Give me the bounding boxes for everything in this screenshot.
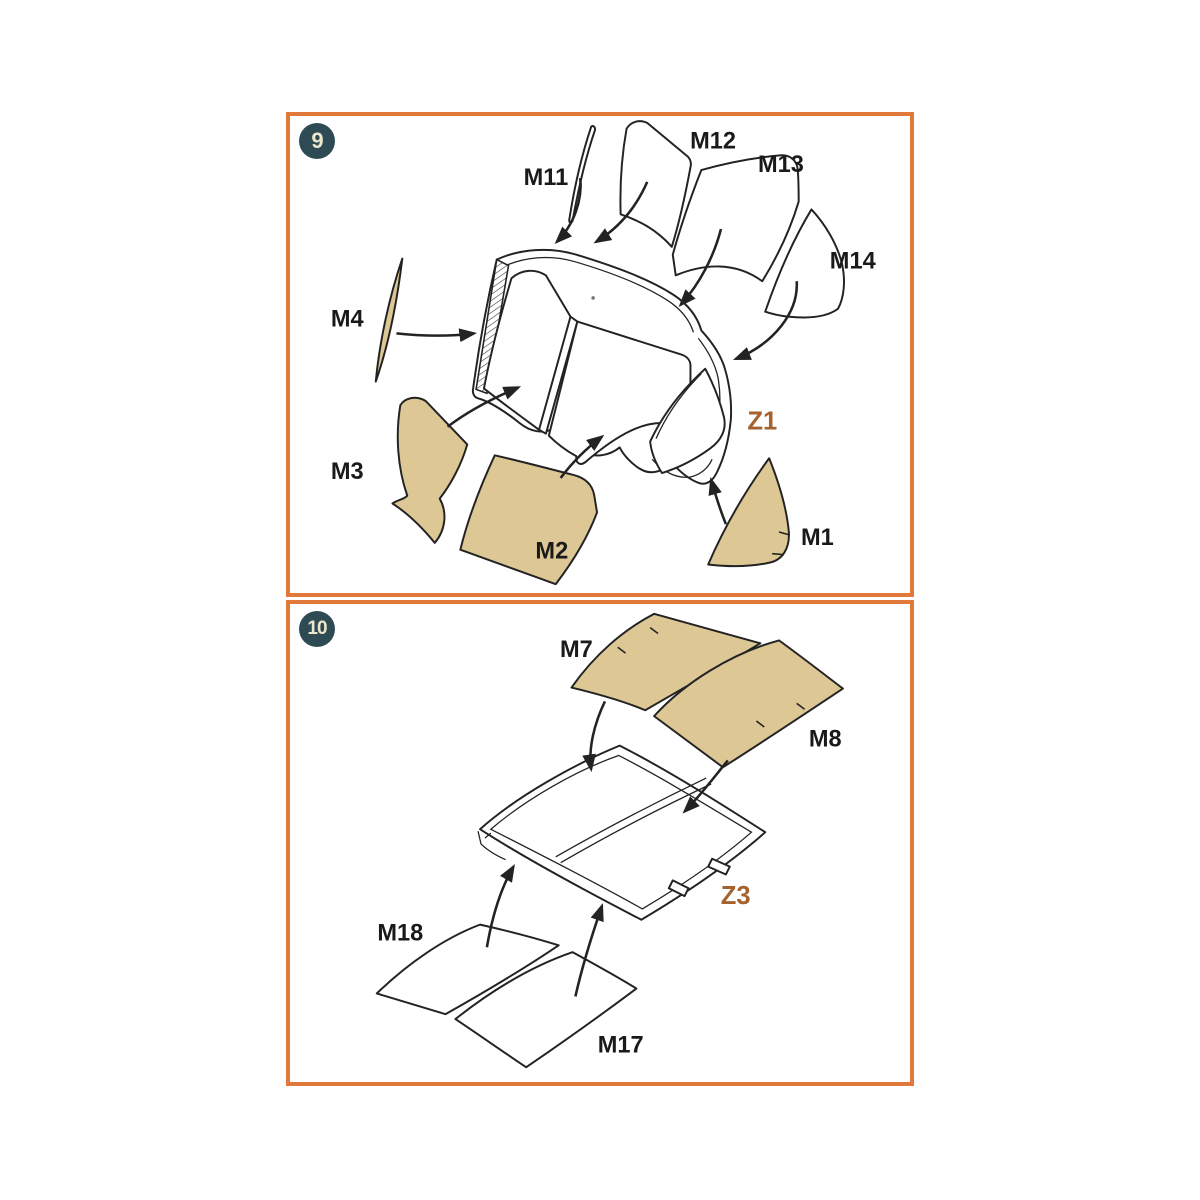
mask-m4-label: M4	[331, 306, 364, 332]
mask-m12-shape	[619, 120, 692, 248]
arrow-m14	[732, 281, 798, 361]
step-10-labels: M7 M8 M18 M17 Z3	[377, 637, 841, 1058]
mask-m12-label: M12	[690, 128, 736, 154]
roof-inner-outline	[489, 754, 753, 910]
white-masks	[568, 120, 845, 319]
step-9-arrows	[396, 177, 798, 525]
mask-m3-shape	[391, 396, 469, 544]
mask-m17-shape	[454, 951, 638, 1069]
step-9-panel: 9	[286, 112, 914, 597]
mask-m1-label: M1	[801, 525, 834, 551]
mask-m17-label: M17	[598, 1032, 644, 1058]
mask-m8-label: M8	[809, 727, 842, 753]
mask-m18-shape	[375, 923, 560, 1016]
quarter-window	[649, 367, 726, 474]
cabin-roof-inner-line	[503, 256, 695, 333]
arrow-m8	[682, 759, 729, 814]
step-9-labels: M11 M12 M13 M14 M4 M3 M2 M1 Z1	[331, 128, 876, 564]
mask-m11-shape	[568, 125, 597, 224]
roof-tab-2	[667, 879, 690, 898]
arrow-m4	[396, 328, 478, 343]
mask-m1-cut-marks	[772, 531, 791, 556]
mask-m11-label: M11	[524, 165, 569, 191]
roof-left-lip	[477, 831, 506, 861]
roof-dot	[591, 296, 595, 300]
mask-m8-cut-marks	[755, 702, 806, 728]
mask-m3-label: M3	[331, 459, 364, 485]
quarter-window-inner-line	[655, 373, 702, 439]
mask-m14-shape	[764, 208, 845, 319]
mask-m13-label: M13	[758, 152, 804, 178]
arrow-m17	[574, 903, 604, 997]
part-z3-label: Z3	[721, 882, 751, 910]
step-9-badge: 9	[299, 123, 335, 159]
mask-m7-shape	[570, 612, 762, 712]
tan-masks	[374, 257, 791, 586]
roof-seam-line-2	[560, 783, 712, 864]
mask-m2-label: M2	[535, 539, 568, 565]
tan-roof-masks	[570, 612, 844, 769]
roof-tab-1	[707, 857, 731, 876]
step-9-diagram: M11 M12 M13 M14 M4 M3 M2 M1 Z1	[331, 120, 876, 586]
arrow-m1	[708, 477, 728, 525]
mask-m7-label: M7	[560, 637, 593, 663]
roof-seam-line-1	[555, 777, 707, 858]
mask-m4-shape	[374, 257, 404, 383]
a-pillar-hatch	[475, 258, 510, 395]
arrow-m18	[485, 864, 515, 948]
cabin-part-z1	[471, 248, 733, 485]
arrow-m12	[593, 181, 649, 244]
windshield-divider	[538, 315, 579, 435]
arrow-m2	[559, 434, 605, 479]
mask-m18-label: M18	[377, 920, 423, 946]
step-10-diagram: M7 M8 M18 M17 Z3	[375, 612, 844, 1069]
arrow-m3	[446, 386, 522, 428]
step-10-panel: 10	[286, 600, 914, 1086]
roof-part-z3	[477, 744, 767, 921]
arrow-m7	[582, 700, 607, 773]
arrow-m11	[554, 177, 582, 244]
mask-m13-shape	[671, 154, 800, 283]
mask-m1-shape	[707, 457, 790, 568]
white-roof-masks	[375, 923, 638, 1069]
arrow-m13	[678, 228, 723, 308]
mask-m8-shape	[653, 639, 844, 769]
part-z1-label: Z1	[747, 408, 777, 436]
mask-m14-label: M14	[830, 248, 876, 274]
mask-m2-shape	[459, 454, 599, 586]
mask-m7-cut-marks	[617, 626, 659, 654]
step-10-arrows	[485, 700, 729, 997]
step-10-badge: 10	[299, 611, 335, 647]
